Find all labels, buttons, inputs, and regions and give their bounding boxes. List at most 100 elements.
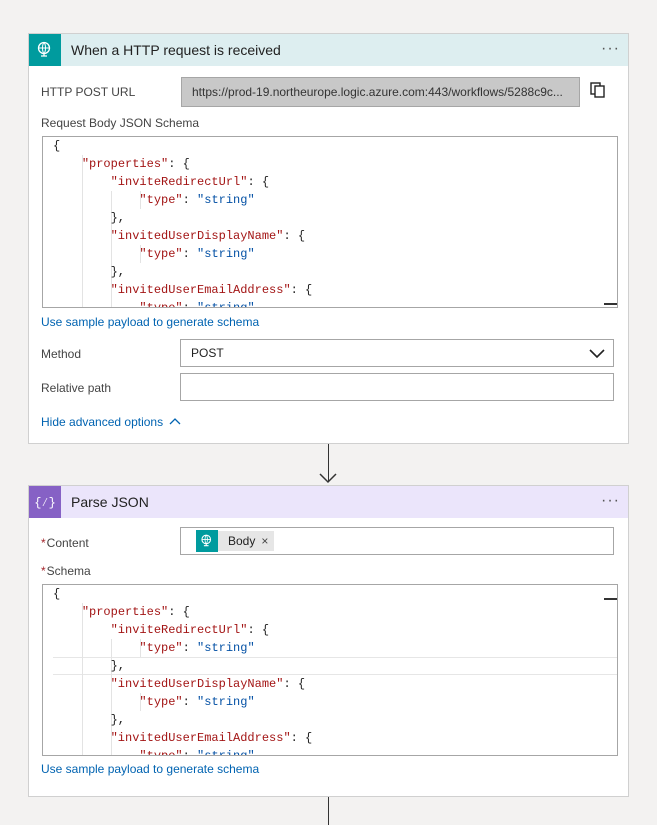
code-token: : { [283,677,306,691]
more-options-icon[interactable]: ··· [601,40,620,57]
code-line: { [43,585,617,603]
code-token: "invitedUserDisplayName" [110,229,284,243]
method-dropdown[interactable]: POST [180,339,614,367]
scrollbar-thumb[interactable] [604,598,617,600]
indent-guide [140,191,141,209]
code-line: "type": "string" [43,245,617,263]
request-body-schema-label: Request Body JSON Schema [41,116,200,130]
code-line: }, [43,711,617,729]
code-token: "properties" [81,605,169,619]
code-token: : { [168,157,190,171]
code-token: "string" [197,641,255,655]
code-line: "properties": { [43,155,617,173]
more-options-icon[interactable]: ··· [601,492,620,509]
indent-guide [82,603,83,755]
code-token [53,605,82,619]
code-token: : { [247,175,270,189]
chevron-up-icon [169,418,181,425]
code-token: : [182,695,198,709]
globe-request-icon [196,530,218,552]
code-line: "invitedUserDisplayName": { [43,227,617,245]
code-token [53,695,139,709]
relative-path-label: Relative path [41,381,112,395]
method-value: POST [191,346,224,360]
required-mark: * [41,564,46,578]
schema-editor[interactable]: { "properties": { "inviteRedirectUrl": {… [42,584,618,756]
code-token: "type" [139,301,183,308]
hide-advanced-options-label: Hide advanced options [41,415,164,429]
code-line: "invitedUserDisplayName": { [43,675,617,693]
globe-request-icon [29,34,61,66]
content-input[interactable]: Body × [180,527,614,555]
code-line: }, [43,263,617,281]
required-mark: * [41,536,46,550]
code-line: }, [43,209,617,227]
code-token: : [182,641,198,655]
body-token[interactable]: Body × [196,530,275,552]
code-token: : [182,247,198,261]
code-token: }, [53,211,126,225]
code-token [53,301,139,307]
relative-path-input[interactable] [180,373,614,401]
code-line: }, [43,657,617,675]
code-token: }, [53,659,126,673]
code-token: "inviteRedirectUrl" [110,175,248,189]
current-line-highlight [53,657,617,675]
content-label-text: Content [46,536,89,550]
code-token: { [53,139,61,153]
code-token: "invitedUserEmailAddress" [110,283,291,297]
use-sample-payload-link[interactable]: Use sample payload to generate schema [41,762,260,776]
code-token: "string" [197,695,255,709]
code-token: "properties" [81,157,169,171]
hide-advanced-options-link[interactable]: Hide advanced options [41,415,181,429]
code-token: : [182,749,198,756]
http-trigger-card: When a HTTP request is received ··· HTTP… [28,33,629,444]
code-lines: { "properties": { "inviteRedirectUrl": {… [43,137,617,308]
code-token [53,157,82,171]
flow-connector [328,444,329,482]
code-token: : { [247,623,270,637]
code-token: "string" [197,247,255,261]
indent-guide [111,639,112,755]
indent-guide [111,191,112,307]
use-sample-payload-link[interactable]: Use sample payload to generate schema [41,315,260,329]
request-body-schema-editor[interactable]: { "properties": { "inviteRedirectUrl": {… [42,136,618,308]
code-token: : [182,193,198,207]
code-token: "string" [197,749,255,756]
code-token: "string" [197,301,255,308]
code-token: "invitedUserDisplayName" [110,677,284,691]
flow-connector [328,797,329,825]
scrollbar-thumb[interactable] [604,303,617,305]
code-token [53,193,139,207]
remove-token-icon[interactable]: × [261,534,269,548]
body-token-label: Body [228,534,256,548]
code-token: : { [283,229,306,243]
indent-guide [82,155,83,307]
http-post-url-label: HTTP POST URL [41,85,136,99]
code-token: "invitedUserEmailAddress" [110,731,291,745]
copy-icon[interactable] [589,81,607,99]
code-line: "type": "string" [43,747,617,756]
svg-text:{⁄}: {⁄} [35,496,55,510]
code-line: { [43,137,617,155]
code-token [53,229,111,243]
code-line: "properties": { [43,603,617,621]
chevron-down-icon [589,349,605,359]
parse-json-header[interactable]: {⁄} Parse JSON ··· [29,486,628,518]
code-token: { [53,587,61,601]
code-token: : [182,301,198,308]
indent-guide [140,693,141,711]
http-post-url-field[interactable]: https://prod-19.northeurope.logic.azure.… [181,77,580,107]
code-lines: { "properties": { "inviteRedirectUrl": {… [43,585,617,756]
curly-braces-icon: {⁄} [29,486,61,518]
code-token: "string" [197,193,255,207]
code-line: "invitedUserEmailAddress": { [43,281,617,299]
code-token [53,283,111,297]
indent-guide [140,639,141,657]
code-token [53,623,111,637]
http-trigger-header[interactable]: When a HTTP request is received ··· [29,34,628,66]
code-token [53,677,111,691]
code-line: "invitedUserEmailAddress": { [43,729,617,747]
code-token: }, [53,265,126,279]
code-token [53,175,111,189]
